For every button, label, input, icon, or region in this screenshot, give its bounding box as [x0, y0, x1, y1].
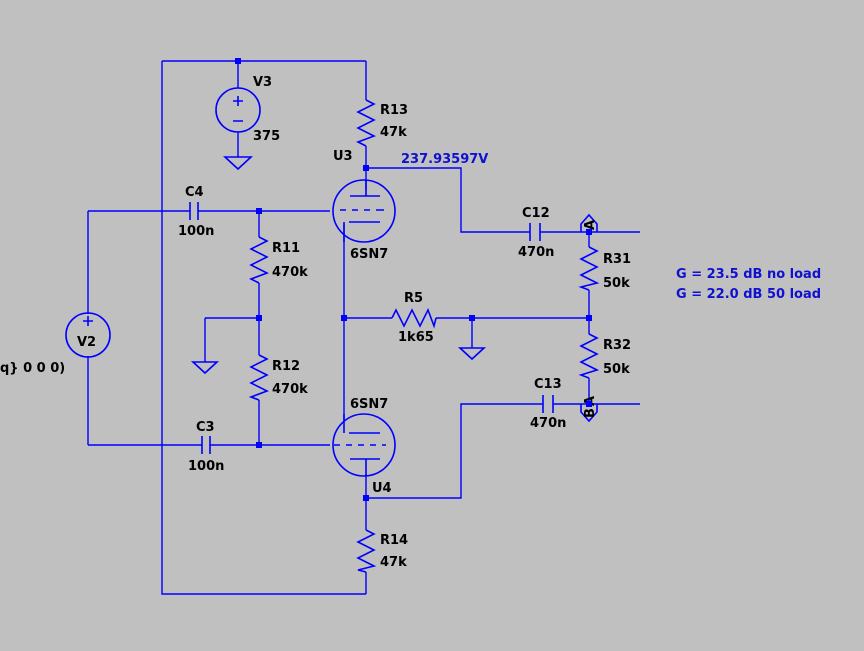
u4-triode-tube[interactable] — [332, 413, 396, 477]
c4-capacitor[interactable] — [189, 202, 199, 220]
u3-name: U3 — [333, 149, 353, 164]
v2-voltage-source[interactable] — [65, 312, 111, 358]
r12-name: R12 — [272, 359, 300, 374]
r14-resistor[interactable] — [356, 529, 377, 573]
v2-name: V2 — [77, 335, 96, 350]
partial-source-text: q} 0 0 0) — [0, 361, 65, 376]
r11-resistor[interactable] — [249, 236, 269, 284]
gain-note-50-load: G = 22.0 dB 50 load — [676, 287, 821, 302]
gain-note-no-load: G = 23.5 dB no load — [676, 267, 821, 282]
c12-capacitor[interactable] — [529, 223, 541, 241]
u4-model: 6SN7 — [350, 397, 388, 412]
net-flag-a[interactable]: A — [580, 213, 598, 232]
c3-name: C3 — [196, 420, 215, 435]
net-flag-a-label: A — [583, 220, 598, 230]
c13-capacitor[interactable] — [542, 395, 554, 413]
r31-resistor[interactable] — [578, 246, 600, 291]
net-flag-b-sublabel: A — [583, 396, 598, 406]
c13-name: C13 — [534, 377, 562, 392]
v3-value: 375 — [253, 129, 280, 144]
ground-icon — [190, 361, 220, 375]
net-flag-b-label: B — [583, 408, 598, 418]
c12-value: 470n — [518, 245, 554, 260]
node-voltage-readout: 237.93597V — [401, 152, 488, 167]
r5-value: 1k65 — [398, 330, 434, 345]
r5-resistor[interactable] — [391, 308, 437, 329]
v3-name: V3 — [253, 75, 272, 90]
r32-name: R32 — [603, 338, 631, 353]
r11-value: 470k — [272, 265, 308, 280]
u3-model: 6SN7 — [350, 247, 388, 262]
r31-value: 50k — [603, 276, 630, 291]
r32-value: 50k — [603, 362, 630, 377]
u3-triode-tube[interactable] — [332, 179, 396, 243]
r13-value: 47k — [380, 125, 407, 140]
r14-value: 47k — [380, 555, 407, 570]
junctions — [235, 58, 592, 501]
r12-resistor[interactable] — [248, 354, 269, 401]
r13-name: R13 — [380, 103, 408, 118]
r13-resistor[interactable] — [356, 99, 376, 147]
r31-name: R31 — [603, 252, 631, 267]
r32-resistor[interactable] — [578, 333, 600, 379]
c3-capacitor[interactable] — [201, 436, 211, 454]
c4-value: 100n — [178, 224, 214, 239]
c12-name: C12 — [522, 206, 550, 221]
r11-name: R11 — [272, 241, 300, 256]
c3-value: 100n — [188, 459, 224, 474]
u4-name: U4 — [372, 481, 392, 496]
v3-ground-icon — [222, 156, 254, 171]
wires — [87, 60, 640, 595]
r5-ground-icon — [457, 347, 487, 361]
c4-name: C4 — [185, 185, 204, 200]
r14-name: R14 — [380, 533, 408, 548]
r5-name: R5 — [404, 291, 423, 306]
net-flag-b[interactable]: B A — [580, 396, 598, 423]
c13-value: 470n — [530, 416, 566, 431]
r12-value: 470k — [272, 382, 308, 397]
v3-voltage-source[interactable] — [215, 87, 261, 133]
